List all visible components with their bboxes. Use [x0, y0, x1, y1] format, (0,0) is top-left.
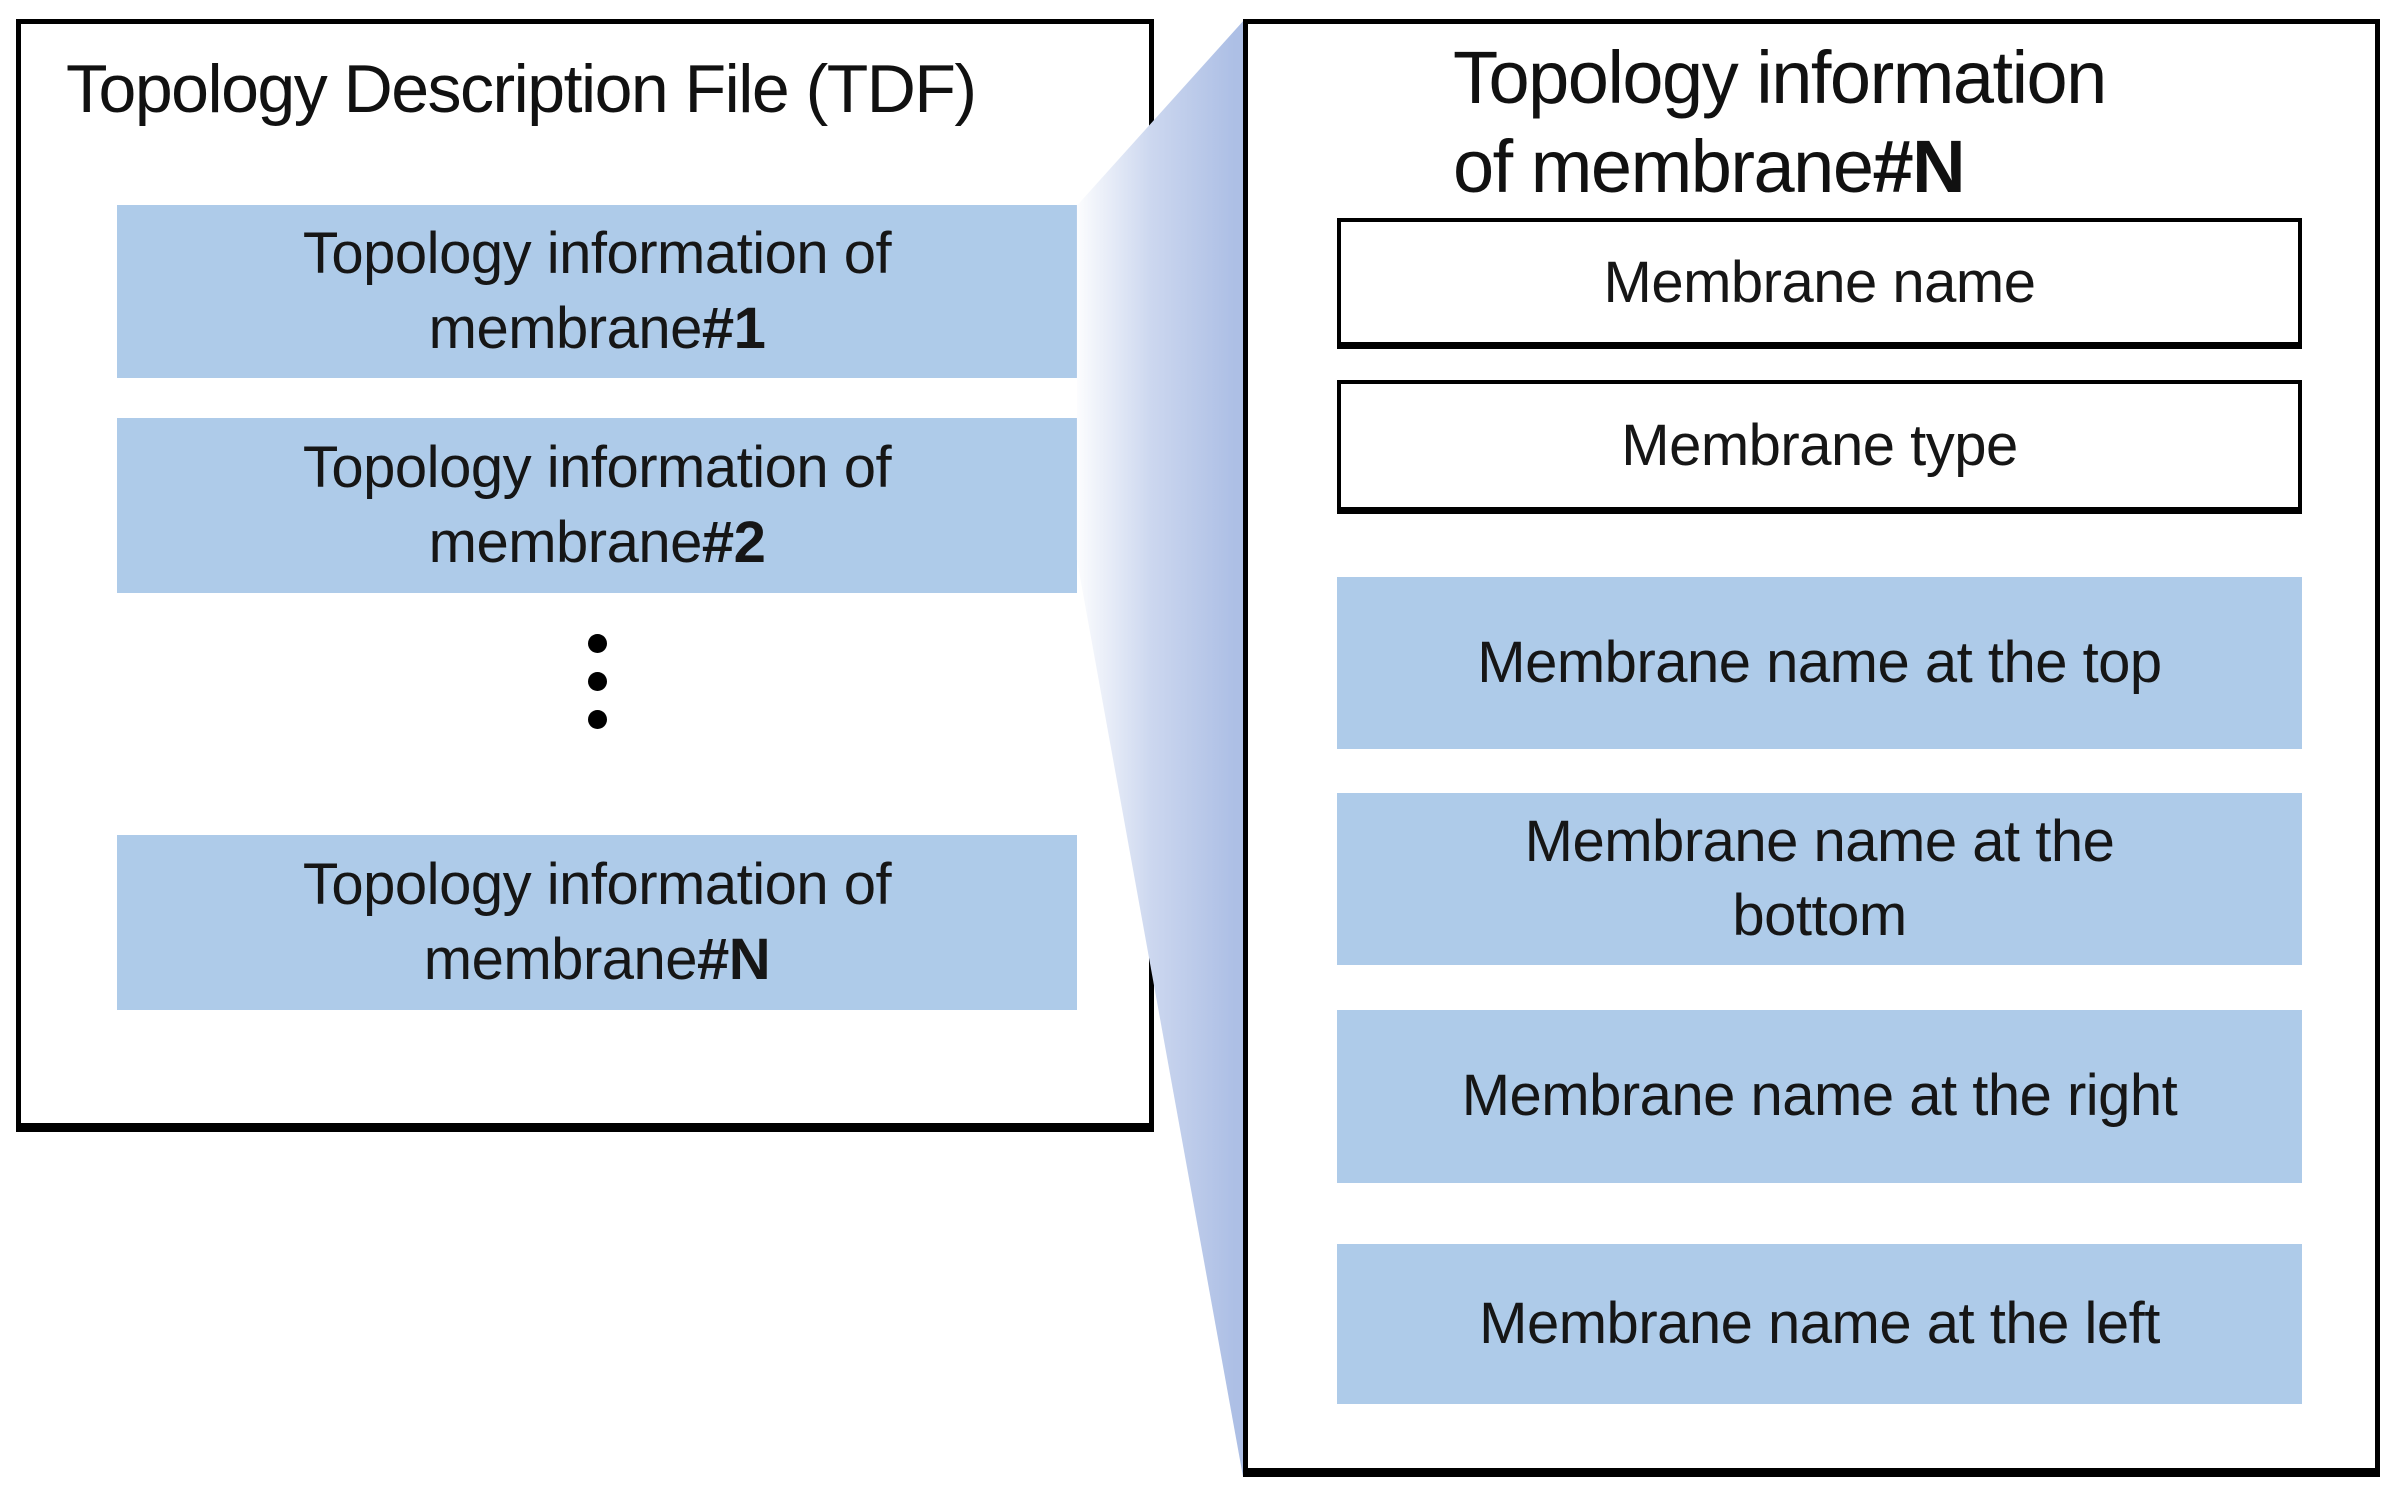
membrane-type-box: Membrane type [1337, 380, 2302, 514]
membrane-info-box-1: Topology information of membrane#1 [117, 205, 1077, 378]
membrane-number: #N [697, 926, 771, 992]
ellipsis-dot [587, 634, 607, 653]
membrane-top-label: Membrane name at the top [1477, 629, 2162, 695]
membrane-bottom-label: Membrane name at the bottom [1524, 808, 2115, 948]
membrane-label: of membrane [1453, 124, 1874, 208]
membrane-left-neighbor-box: Membrane name at the left [1337, 1244, 2302, 1404]
membrane-name-box: Membrane name [1337, 218, 2302, 349]
membrane-right-neighbor-box: Membrane name at the right [1337, 1010, 2302, 1183]
membrane-right-label: Membrane name at the right [1461, 1063, 2178, 1129]
membrane-info-box-N: Topology information of membrane#N [117, 835, 1077, 1010]
membrane-bottom-neighbor-box: Membrane name at the bottom [1337, 793, 2302, 965]
box-line2: membrane#N [423, 923, 771, 997]
membrane-number: #N [1872, 124, 1965, 208]
membrane-detail-title: Topology information of membrane#N [1453, 34, 2107, 212]
title-line1: Topology information [1453, 36, 2107, 119]
tdf-panel-title: Topology Description File (TDF) [66, 51, 977, 127]
vertical-ellipsis-icon [117, 634, 1077, 729]
box-line1: Topology information of [302, 221, 892, 287]
membrane-label: membrane [428, 509, 703, 575]
tdf-panel: Topology Description File (TDF) Topology… [16, 19, 1154, 1132]
box-line2: membrane#2 [429, 506, 766, 580]
membrane-type-label: Membrane type [1621, 413, 2018, 478]
membrane-label: membrane [428, 295, 703, 361]
membrane-number: #1 [701, 295, 766, 361]
membrane-number: #2 [701, 509, 766, 575]
box-line1: Topology information of [302, 435, 892, 501]
membrane-info-box-2: Topology information of membrane#2 [117, 418, 1077, 593]
membrane-top-neighbor-box: Membrane name at the top [1337, 577, 2302, 749]
box-line1: Topology information of [302, 852, 892, 918]
ellipsis-dot [587, 710, 607, 729]
box-line2: membrane#1 [429, 292, 766, 366]
membrane-label: membrane [423, 926, 698, 992]
title-line2: of membrane#N [1453, 123, 2106, 212]
membrane-detail-panel: Topology information of membrane#N Membr… [1243, 19, 2380, 1477]
membrane-name-label: Membrane name [1603, 249, 2036, 315]
ellipsis-dot [587, 672, 607, 691]
membrane-left-label: Membrane name at the left [1479, 1290, 2160, 1356]
